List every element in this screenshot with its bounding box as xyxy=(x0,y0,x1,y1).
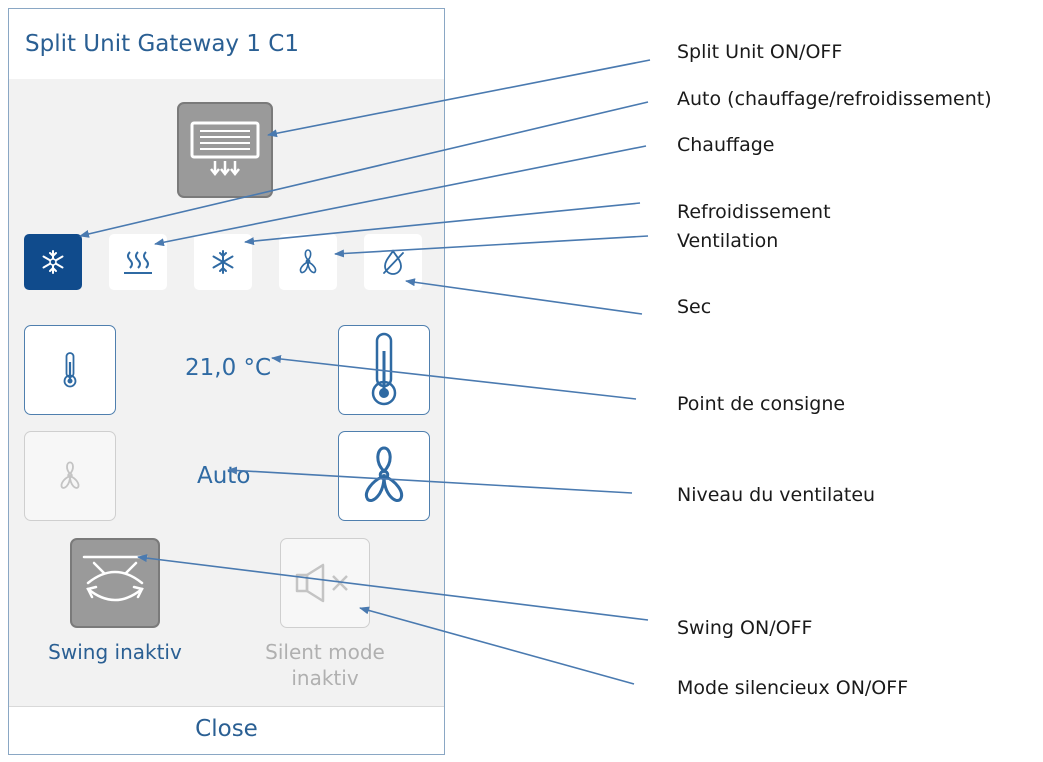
mode-cool-button[interactable] xyxy=(194,234,252,290)
dialog-content: 21,0 °C Auto xyxy=(9,79,444,706)
mode-dry-button[interactable] xyxy=(364,234,422,290)
setpoint-value: 21,0 °C xyxy=(185,355,272,381)
callout-setpoint: Point de consigne xyxy=(677,393,846,415)
silent-mode-label-line2: inaktiv xyxy=(291,666,359,690)
fan-small-icon xyxy=(60,461,80,489)
callout-swing: Swing ON/OFF xyxy=(677,617,813,639)
mode-heat-button[interactable] xyxy=(109,234,167,290)
callout-fan: Ventilation xyxy=(677,230,779,252)
setpoint-decrease-button[interactable] xyxy=(24,325,116,415)
callout-silent: Mode silencieux ON/OFF xyxy=(677,677,909,699)
callout-fan-level: Niveau du ventilateu xyxy=(677,484,876,506)
air-conditioner-icon xyxy=(190,121,260,177)
callout-auto: Auto (chauffage/refroidissement) xyxy=(677,88,992,110)
mode-auto-button[interactable] xyxy=(24,234,82,290)
dialog-panel: Split Unit Gateway 1 C1 xyxy=(8,8,445,755)
callout-cool: Refroidissement xyxy=(677,201,831,223)
power-button[interactable] xyxy=(177,102,273,198)
fan-level-increase-button[interactable] xyxy=(338,431,430,521)
swing-button[interactable] xyxy=(70,538,160,628)
thermometer-small-icon xyxy=(63,352,77,388)
silent-mode-button[interactable] xyxy=(280,538,370,628)
close-label: Close xyxy=(195,716,258,742)
swing-icon xyxy=(82,555,148,602)
fan-level-decrease-button[interactable] xyxy=(24,431,116,521)
mode-fan-button[interactable] xyxy=(279,234,337,290)
swing-label: Swing inaktiv xyxy=(48,640,182,664)
title-bar: Split Unit Gateway 1 C1 xyxy=(9,9,444,79)
fan-large-icon xyxy=(365,446,403,502)
auto-mode-icon xyxy=(42,250,64,274)
callout-power: Split Unit ON/OFF xyxy=(677,41,843,63)
silent-mode-label: Silent mode inaktiv xyxy=(235,639,415,691)
setpoint-increase-button[interactable] xyxy=(338,325,430,415)
water-drop-crossed-icon xyxy=(383,249,404,275)
speaker-muted-icon xyxy=(295,563,348,603)
close-button[interactable]: Close xyxy=(9,706,444,754)
dialog-title: Split Unit Gateway 1 C1 xyxy=(25,31,299,57)
snowflake-icon xyxy=(212,250,234,274)
callout-dry: Sec xyxy=(677,296,712,318)
fan-level-value: Auto xyxy=(197,463,251,489)
heat-waves-icon xyxy=(124,251,152,274)
thermometer-large-icon xyxy=(371,332,397,406)
silent-mode-label-line1: Silent mode xyxy=(265,640,385,664)
fan-icon xyxy=(299,249,317,274)
callout-heat: Chauffage xyxy=(677,134,775,156)
